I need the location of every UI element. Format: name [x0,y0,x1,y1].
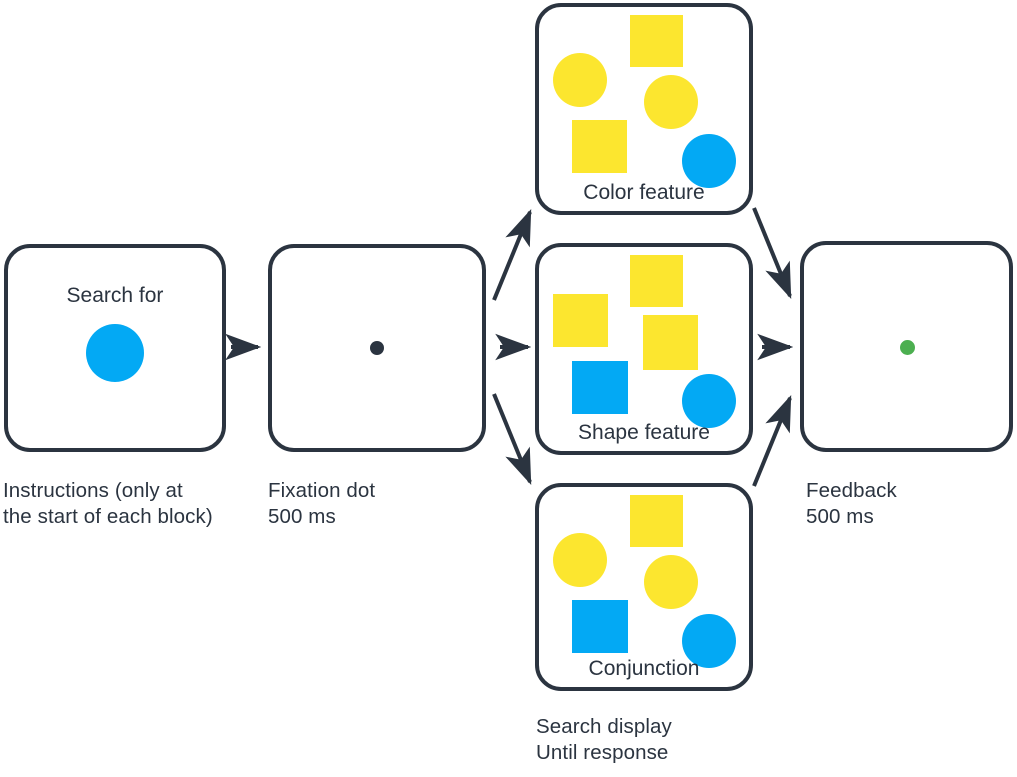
panel-color-feature[interactable]: Color feature [535,3,753,215]
color-feature-yellow-square-top [630,15,683,67]
color-feature-yellow-square-lower-left [572,120,627,173]
shape-feature-blue-circle-target [682,374,736,428]
conjunction-blue-square-distractor [572,600,628,653]
conjunction-yellow-square-top [630,495,683,547]
panel-conjunction[interactable]: Conjunction [535,483,753,691]
shape-feature-yellow-square-center [643,315,698,370]
panel-feedback[interactable] [800,241,1013,452]
instructions-target-cue-circle [86,324,144,382]
color-feature-yellow-circle-left [553,53,607,107]
feedback-dot [899,339,915,355]
arrow-color-feature-to-feedback [752,207,792,299]
fixation-dot [370,341,384,355]
arrow-conjunction-to-feedback [752,395,792,487]
shape-feature-yellow-square-top [630,255,683,307]
color-feature-yellow-circle-center [644,75,698,129]
conjunction-yellow-circle-left [553,533,607,587]
shape-feature-label: Shape feature [578,421,710,444]
caption-instructions: Instructions (only at the start of each … [3,479,213,528]
caption-search-display: Search display Until response [536,715,672,764]
instructions-search-for-label: Search for [66,284,164,307]
conjunction-label: Conjunction [588,657,700,680]
caption-feedback: Feedback 500 ms [806,479,897,528]
panel-instructions[interactable]: Search for [4,244,226,452]
panel-shape-feature[interactable]: Shape feature [535,243,753,455]
arrow-fixation-to-conjunction [492,393,532,485]
caption-fixation: Fixation dot 500 ms [268,479,376,528]
conjunction-blue-circle-target [682,614,736,668]
conjunction-yellow-circle-center [644,555,698,609]
shape-feature-yellow-square-left [553,294,608,347]
panel-fixation[interactable] [268,244,486,452]
shape-feature-blue-square-distractor [572,361,628,414]
arrow-fixation-to-color-feature [492,209,532,301]
color-feature-label: Color feature [583,181,705,204]
color-feature-blue-circle-target [682,134,736,188]
